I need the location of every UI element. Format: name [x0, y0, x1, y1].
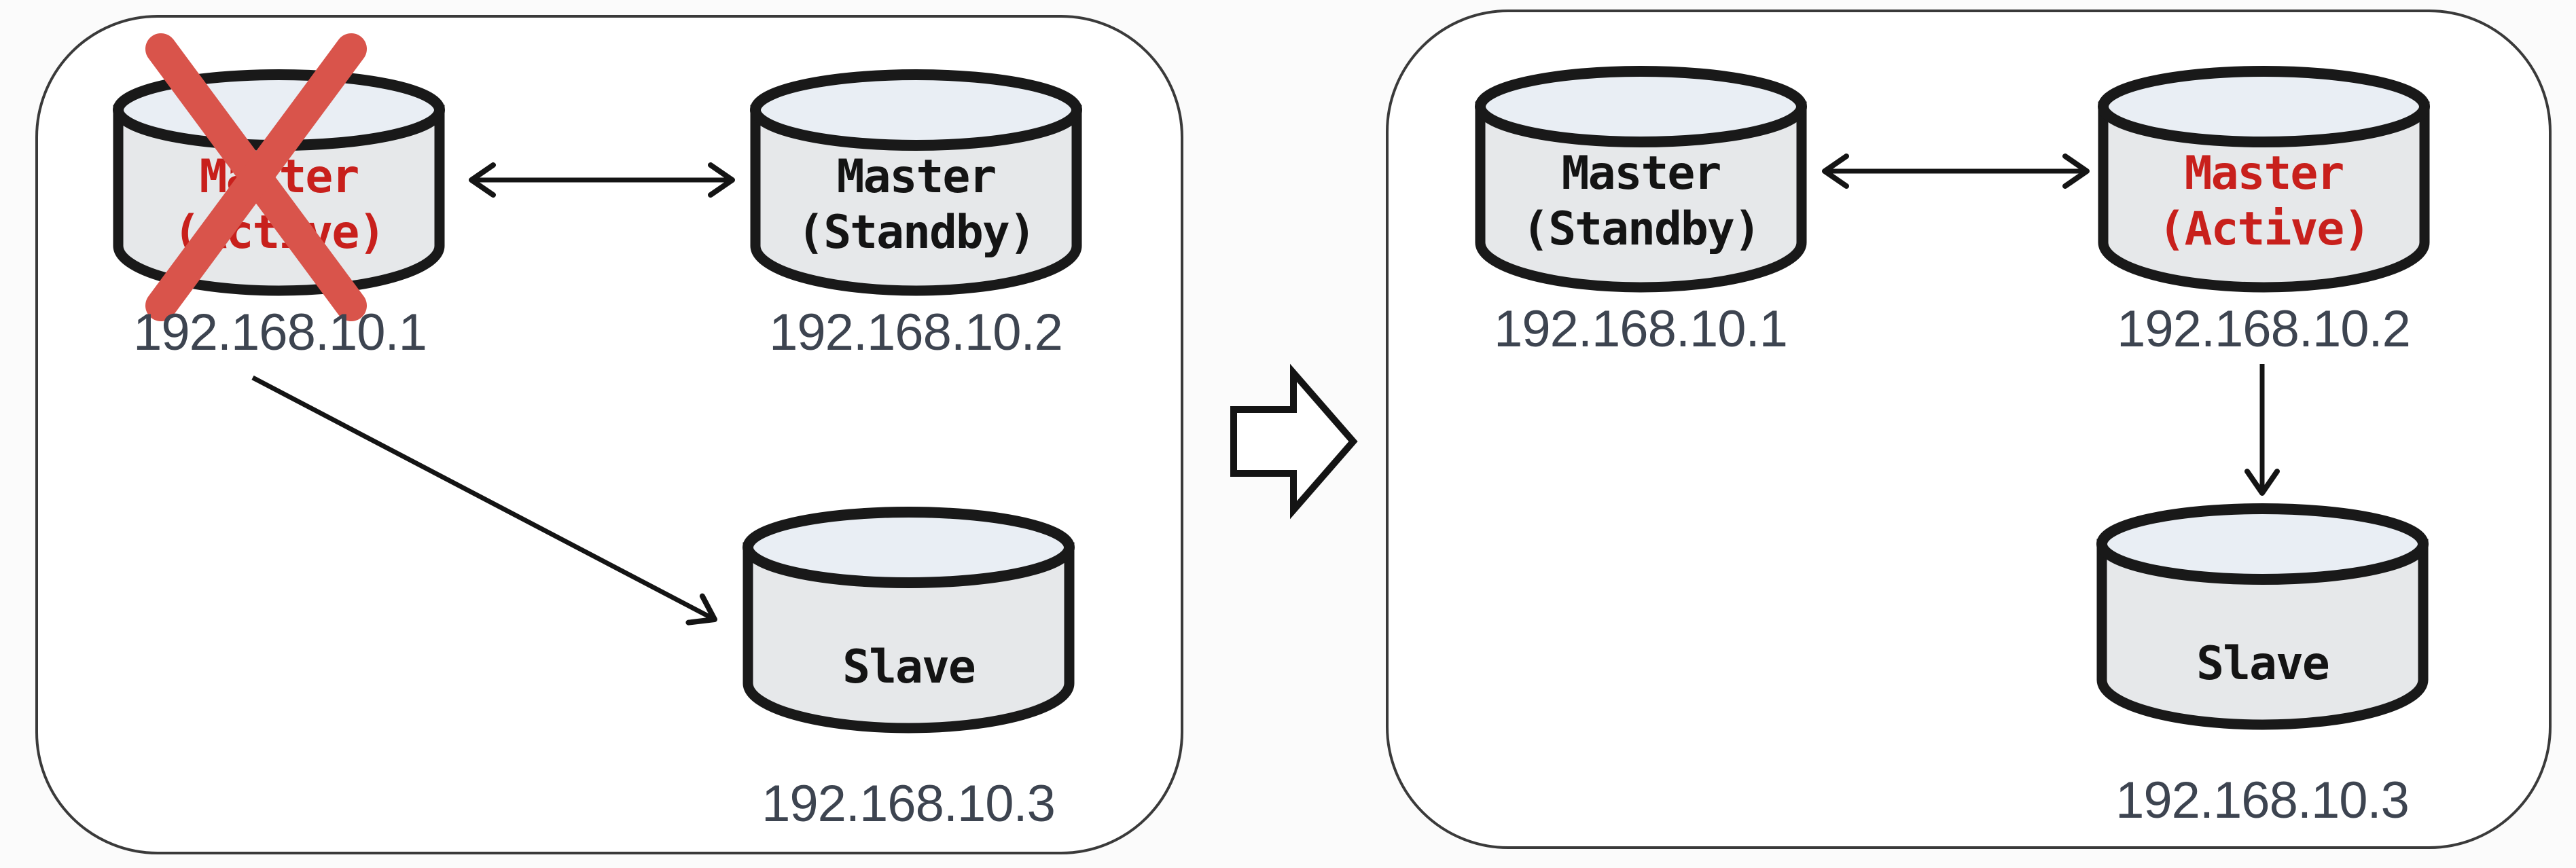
bidirectional-arrow-icon	[1822, 153, 2090, 189]
db-node-label-line1: Slave	[842, 640, 976, 694]
db-node-label-line1: Master	[836, 150, 997, 204]
db-node-label-line2: (Active)	[2158, 202, 2372, 256]
db-node-label-line2: (Standby)	[797, 206, 1036, 259]
db-node-label-line2: (Standby)	[1522, 202, 1761, 256]
ip-address-label: 192.168.10.3	[2115, 772, 2410, 829]
database-cylinder-icon	[2098, 66, 2430, 293]
database-cylinder-icon	[750, 69, 1082, 296]
db-node-label-line1: Master	[2184, 147, 2345, 200]
db-node-label: Master (Standby)	[1442, 146, 1840, 257]
replication-arrow-icon	[251, 375, 717, 626]
db-node-master-standby: Master (Standby)	[1469, 63, 1812, 297]
replication-arrow-icon	[2244, 364, 2280, 496]
ip-address-label: 192.168.10.2	[2117, 300, 2411, 358]
ip-address-label: 192.168.10.1	[1494, 300, 1788, 358]
ip-address-label: 192.168.10.3	[762, 775, 1056, 833]
db-node-label: Master (Active)	[2065, 146, 2463, 257]
db-node-label: Slave	[710, 640, 1107, 695]
db-node-label: Master (Standby)	[717, 149, 1115, 261]
db-node-slave: Slave	[737, 504, 1080, 738]
database-cylinder-icon	[743, 507, 1075, 734]
ip-address-label: 192.168.10.2	[769, 304, 1063, 361]
db-node-master-standby: Master (Standby)	[745, 67, 1088, 301]
ip-address-label: 192.168.10.1	[133, 304, 427, 361]
database-cylinder-icon	[2096, 503, 2429, 730]
db-node-slave: Slave	[2091, 501, 2434, 735]
db-node-label-line1: Master	[1561, 147, 1722, 200]
bidirectional-arrow-icon	[469, 162, 735, 198]
transition-block-arrow-icon	[1230, 363, 1358, 520]
database-cylinder-icon	[1475, 66, 1807, 293]
db-node-label-line1: Slave	[2196, 637, 2330, 691]
cross-out-icon	[145, 33, 367, 321]
db-node-label: Slave	[2064, 636, 2461, 692]
db-node-master-active: Master (Active)	[2092, 63, 2435, 297]
